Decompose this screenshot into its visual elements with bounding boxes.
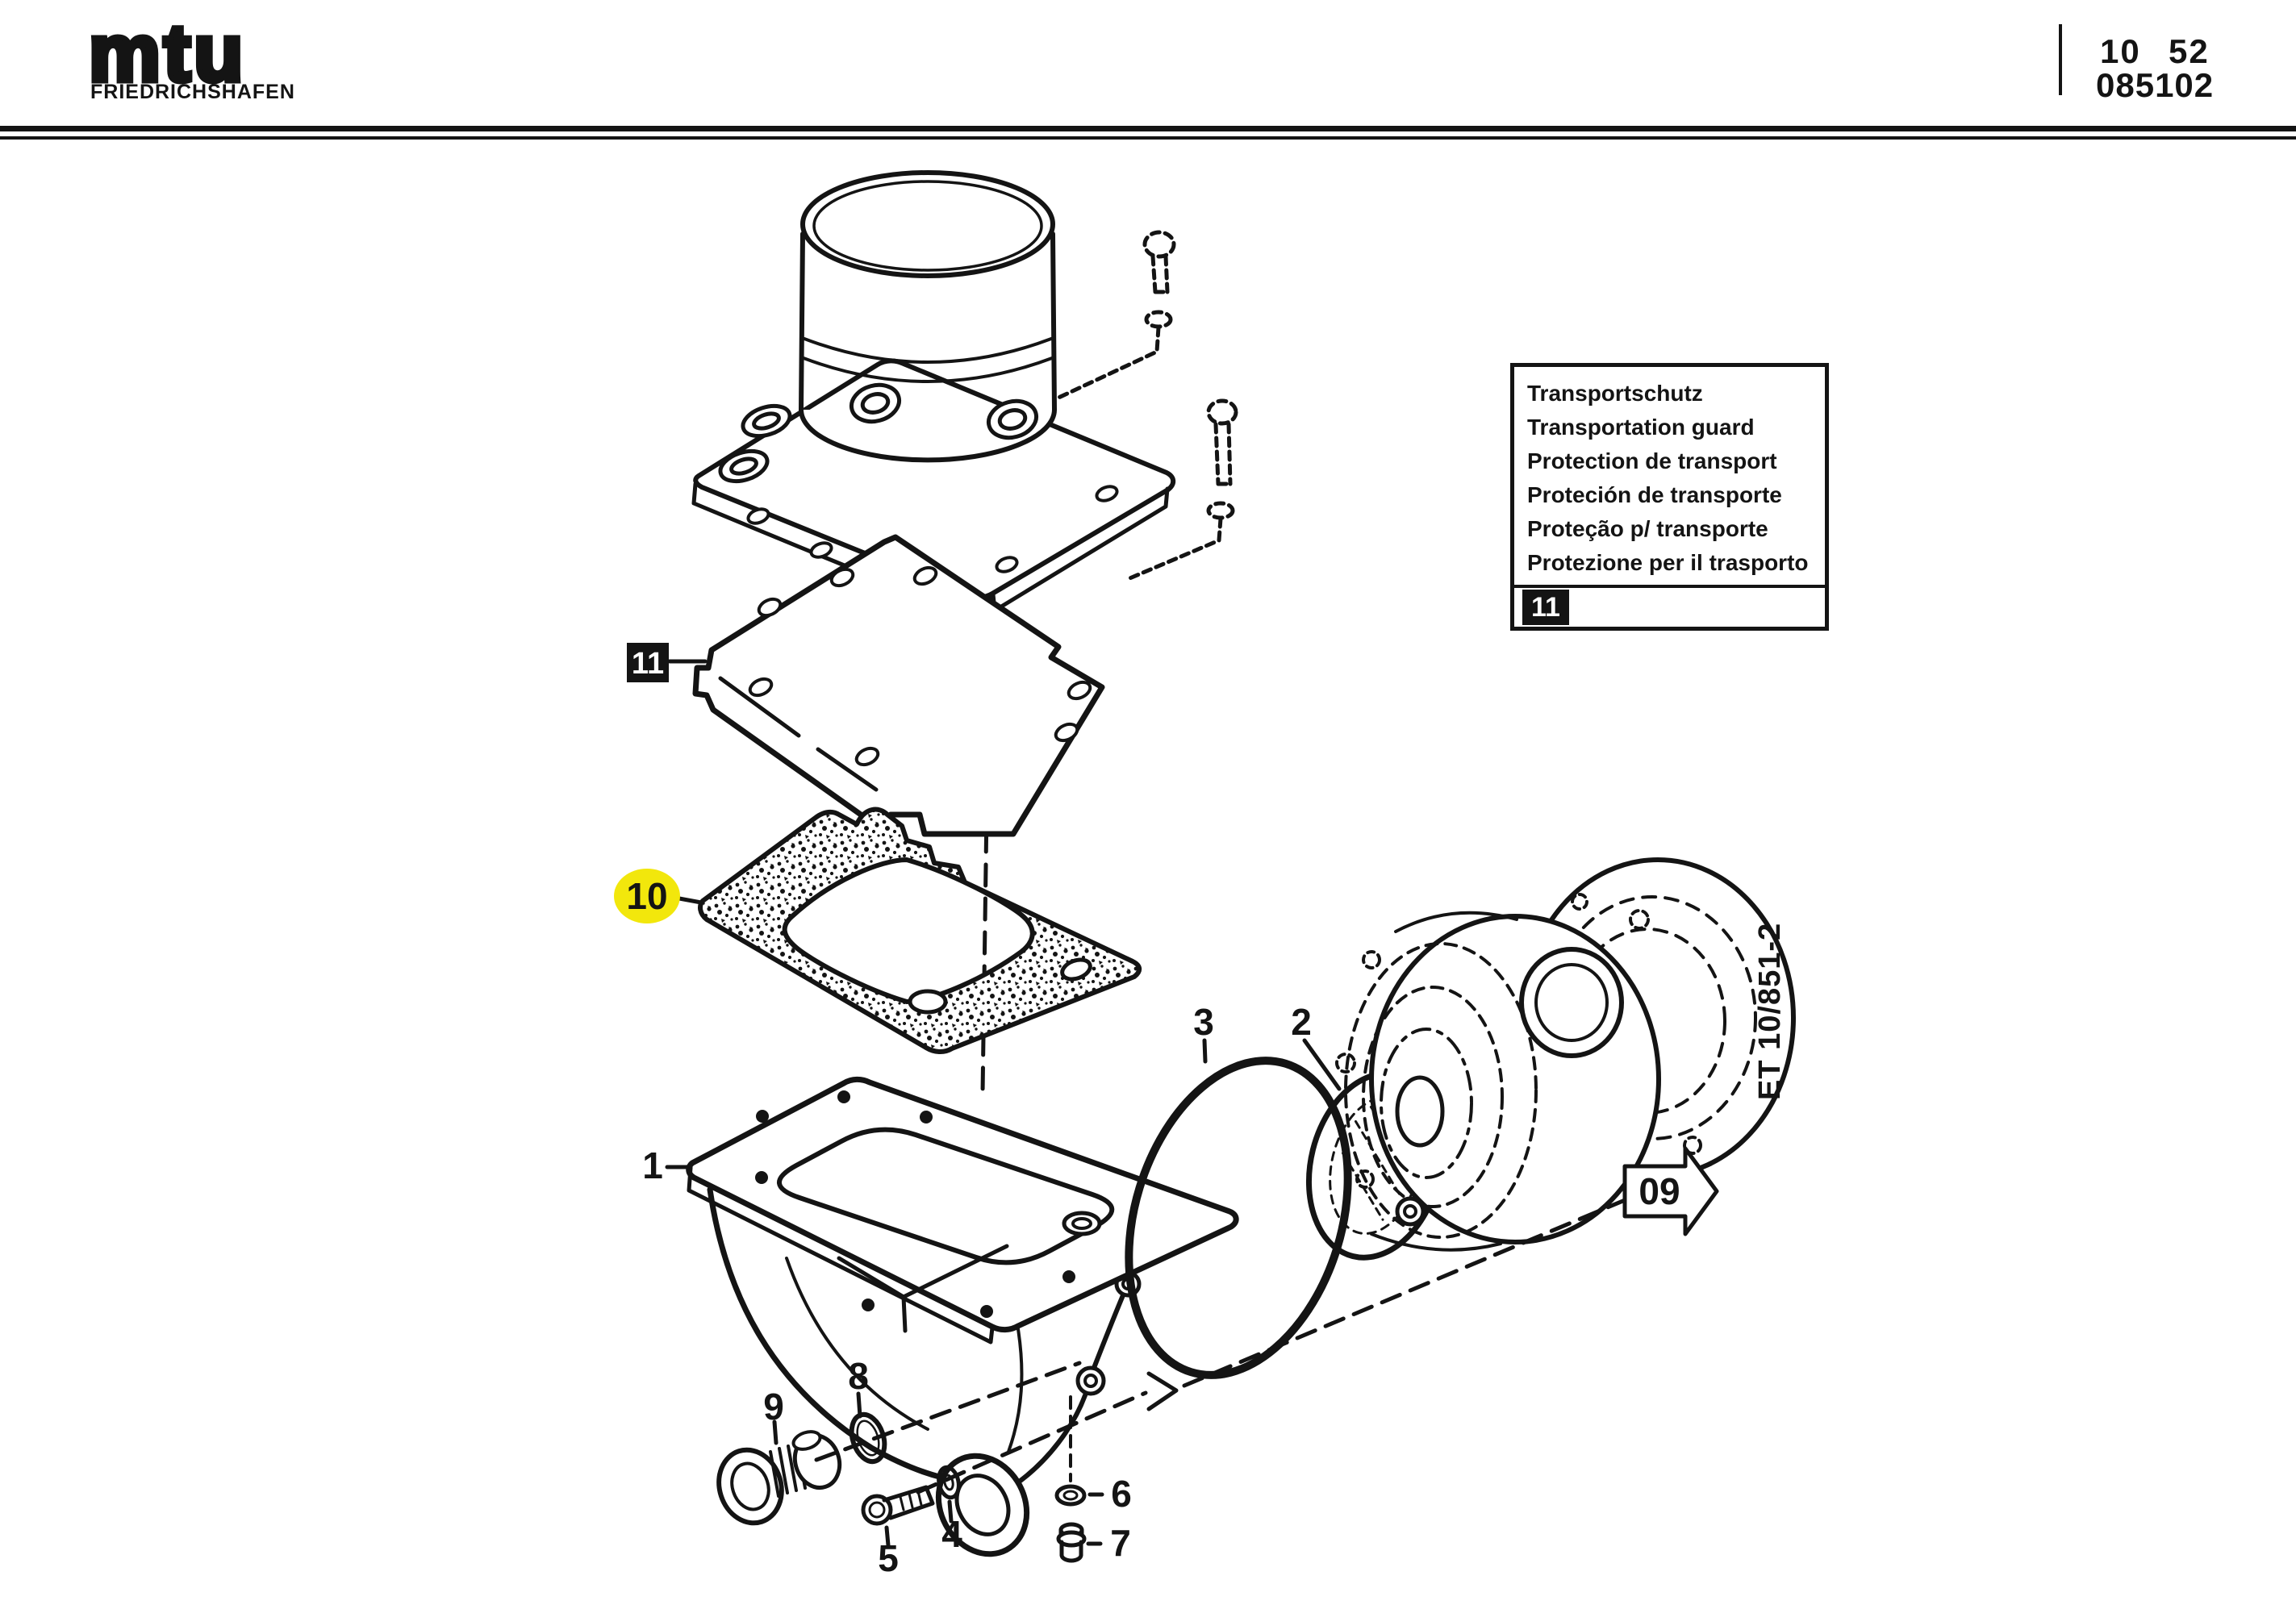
callout-7: 7 <box>1110 1522 1131 1564</box>
header-group-number: 10 <box>2100 32 2141 70</box>
transport-guard-note: Transportschutz Transportation guard Pro… <box>1510 363 1829 631</box>
note-line-de: Transportschutz <box>1527 381 1703 406</box>
section-nav-arrow: 09 <box>1622 1146 1719 1236</box>
note-ref-chip: 11 <box>1522 590 1569 625</box>
o-ring-small-8 <box>849 1411 887 1465</box>
note-line-es: Proteción de transporte <box>1527 482 1782 507</box>
intake-housing <box>686 1076 1239 1557</box>
callout-11-boxed: 11 <box>627 643 669 682</box>
header-divider <box>2059 24 2062 95</box>
transport-guard-plate <box>692 534 1105 837</box>
callout-labels: 1 2 3 4 5 6 7 8 9 10 11 <box>614 643 1312 1579</box>
callout-6: 6 <box>1111 1473 1132 1515</box>
header-page-number: 52 <box>2169 32 2210 70</box>
note-line-fr: Protection de transport <box>1527 448 1777 473</box>
callout-5: 5 <box>878 1537 899 1579</box>
callout-4: 4 <box>941 1513 962 1555</box>
arrow-right-icon <box>1622 1146 1719 1236</box>
callout-3: 3 <box>1193 1001 1214 1043</box>
callout-10: 10 <box>626 875 667 917</box>
note-line-it: Protezione per il trasporto <box>1527 550 1809 575</box>
header-rule <box>0 126 2296 140</box>
turbocharger-assembly <box>1335 857 1796 1252</box>
washer-4 <box>937 1465 961 1500</box>
drawing-ref-code: ET 10/851-2 <box>1753 923 1787 1100</box>
callout-11: 11 <box>632 647 664 681</box>
gasket-part <box>698 807 1142 1054</box>
mtu-logo-subtext: FRIEDRICHSHAFEN <box>90 81 295 103</box>
assembly-leader-lines <box>814 1159 1719 1495</box>
nav-arrow-label: 09 <box>1639 1170 1680 1212</box>
callout-9: 9 <box>763 1386 784 1428</box>
callout-1: 1 <box>642 1144 663 1186</box>
mounting-bolt-dashed-a <box>1054 230 1176 401</box>
highlight-ellipse <box>614 869 680 923</box>
mounting-bolt-dashed-b <box>1125 398 1238 582</box>
callout-leaders <box>665 659 1342 1548</box>
callout-10-highlighted: 10 <box>614 869 680 923</box>
note-line-pt: Proteção p/ transporte <box>1527 516 1768 541</box>
callout-2: 2 <box>1291 1001 1312 1043</box>
washer-6 <box>1054 1484 1087 1507</box>
plug-7 <box>1056 1522 1087 1563</box>
callout-8: 8 <box>848 1355 869 1397</box>
note-footer: 11 <box>1514 585 1825 627</box>
note-line-en: Transportation guard <box>1527 415 1755 440</box>
header-doc-number: 085102 <box>2096 66 2215 104</box>
note-text-block: Transportschutz Transportation guard Pro… <box>1514 367 1825 580</box>
bolt-5 <box>861 1485 935 1526</box>
callout-11-box <box>627 643 669 682</box>
mtu-logo: mtu <box>86 8 247 98</box>
plug-fitting-9 <box>716 1430 842 1526</box>
transport-cover-assembly <box>691 170 1176 633</box>
